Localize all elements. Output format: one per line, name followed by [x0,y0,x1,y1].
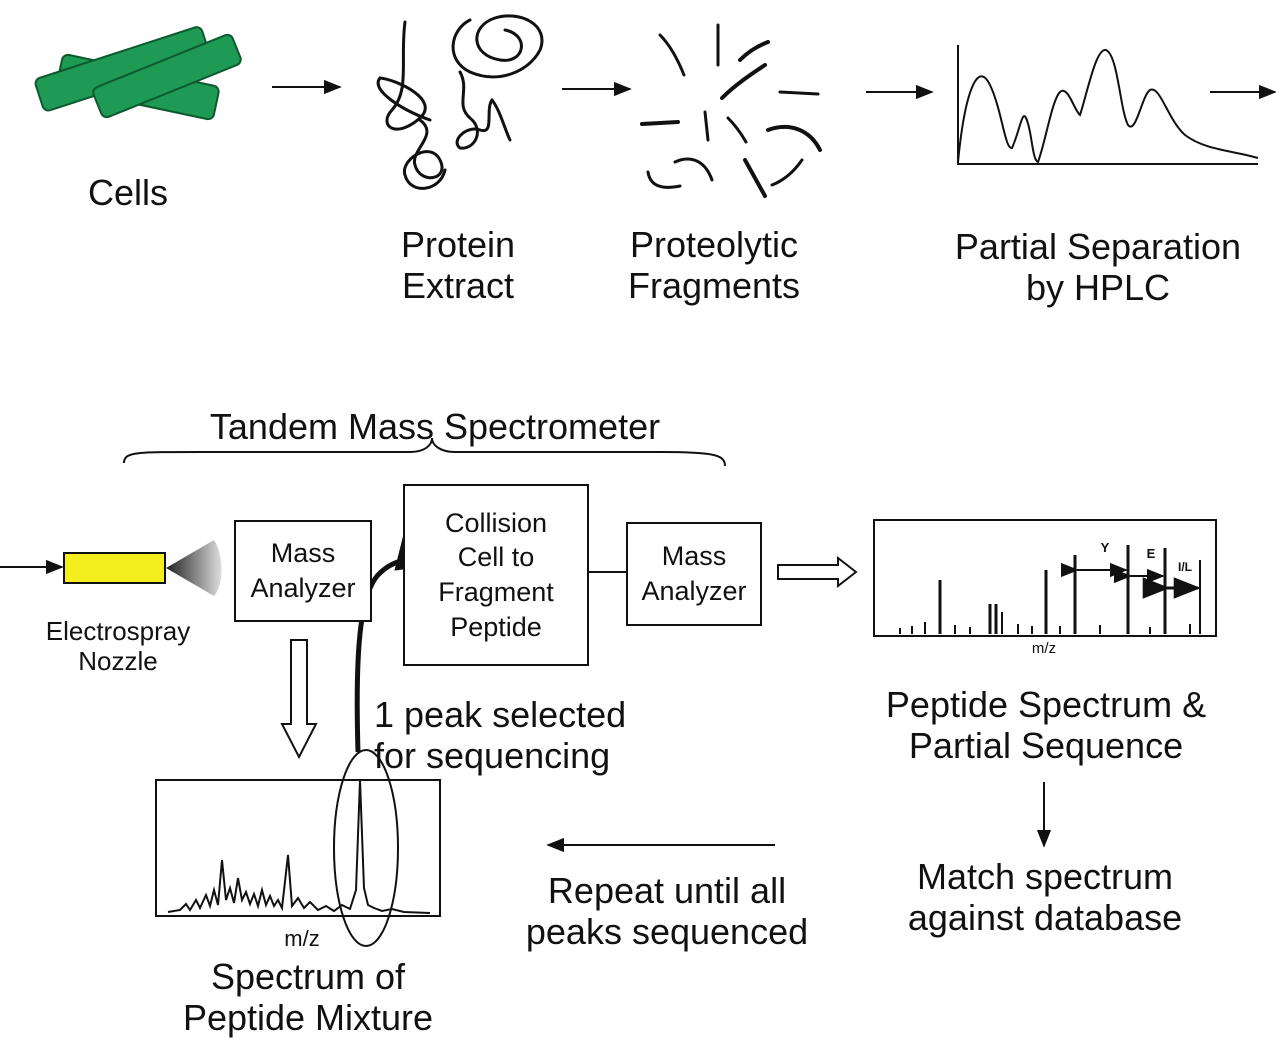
protein-extract-icon [376,14,544,190]
peptide-mixture-spectrum-plot [155,749,441,947]
tandem-ms-brace [123,437,726,467]
electrospray-nozzle-icon [63,552,166,584]
spray-cone-icon [166,540,222,596]
cells-icon [34,26,242,121]
label-mz-peptide: m/z [1031,640,1057,657]
hollow-arrow-right [777,555,858,589]
proteolytic-fragments-icon [640,23,822,198]
hplc-chromatogram [957,45,1259,165]
label-tandem-ms: Tandem Mass Spectrometer [209,406,661,447]
label-peptide-spectrum: Peptide Spectrum &Partial Sequence [885,684,1207,767]
label-mz-mixture: m/z [284,926,320,951]
label-ion-y: Y [1100,540,1110,555]
label-ion-il: I/L [1178,560,1192,574]
peptide-spectrum-plot [873,519,1217,637]
label-ion-e: E [1146,546,1156,561]
label-cells: Cells [87,172,168,213]
hollow-arrow-down [280,639,318,760]
